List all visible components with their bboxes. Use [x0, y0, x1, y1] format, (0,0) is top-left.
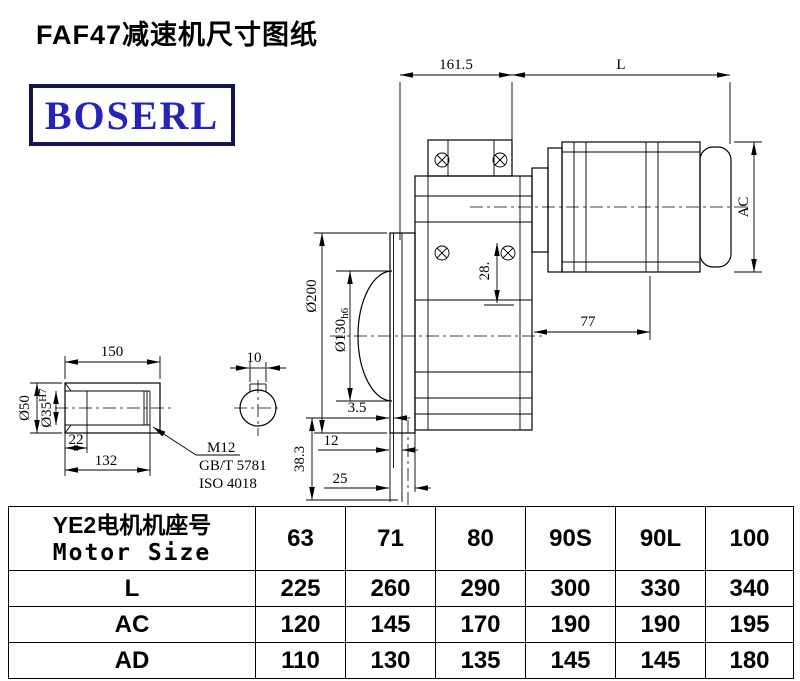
table-cell: 135: [435, 642, 526, 679]
motor-size-column-63: 63: [255, 506, 346, 571]
dim-25-label: 25: [333, 471, 348, 487]
dimensions-bottom: 3.5 12 25 38.3: [292, 400, 431, 501]
dim-38-3-label: 38.3: [292, 446, 308, 472]
table-row-ad: AD 110 130 135 145 145 180: [8, 642, 794, 679]
dimension-77: 77: [534, 276, 651, 340]
dim-130-tol: h6: [339, 307, 351, 319]
table-cell: 195: [705, 606, 794, 643]
table-cell: 225: [255, 570, 346, 607]
page-title: FAF47减速机尺寸图纸: [36, 20, 319, 50]
table-row-ac: AC 120 145 170 190 190 195: [8, 606, 794, 643]
table-cell: 145: [345, 606, 436, 643]
dim-22-label: 22: [69, 432, 84, 448]
row-label-l: L: [8, 570, 256, 607]
table-cell: 300: [525, 570, 616, 607]
table-cell: 260: [345, 570, 436, 607]
motor-outline: [470, 141, 750, 273]
motor-size-column-90l: 90L: [615, 506, 706, 571]
boserl-logo-text: BOSERL: [44, 92, 220, 138]
motor-size-column-80: 80: [435, 506, 526, 571]
table-cell: 130: [345, 642, 436, 679]
motor-size-column-90s: 90S: [525, 506, 616, 571]
bolt-symbol: [492, 152, 508, 168]
dim-130-label: Ø130h6: [333, 307, 351, 352]
motor-size-header-en: Motor Size: [52, 539, 212, 566]
dimension-28: 28.: [477, 243, 514, 306]
boserl-logo: BOSERL: [29, 84, 235, 146]
standard-gb-label: GB/T 5781: [199, 458, 267, 474]
standard-iso-label: ISO 4018: [199, 476, 257, 492]
table-cell: 340: [705, 570, 794, 607]
dim-ac-label: AC: [736, 197, 752, 218]
dim-28-label: 28.: [477, 262, 493, 281]
dim-132-label: 132: [95, 453, 118, 469]
dim-50-label: Ø50: [17, 395, 33, 421]
table-row-l: L 225 260 290 300 330 340: [8, 570, 794, 607]
output-flange: [330, 232, 545, 505]
dimension-ac: AC: [734, 141, 762, 273]
dim-3-5-label: 3.5: [348, 400, 367, 416]
table-cell: 190: [615, 606, 706, 643]
table-cell: 120: [255, 606, 346, 643]
thread-label: M12: [207, 440, 235, 456]
dim-161-5-label: 161.5: [439, 57, 473, 73]
technical-drawing: 161.5 L AC: [17, 57, 762, 505]
bolt-symbol: [500, 245, 516, 261]
table-cell: 110: [255, 642, 346, 679]
bolt-symbol: [434, 245, 450, 261]
dim-12-label: 12: [324, 433, 339, 449]
bolt-symbol: [434, 152, 450, 168]
dim-35-label: Ø35H7: [37, 388, 55, 428]
table-cell: 330: [615, 570, 706, 607]
fan-cowl: [699, 146, 732, 268]
dimension-top-width: 161.5 L: [399, 57, 731, 240]
dim-130-main: Ø130: [333, 319, 349, 352]
table-cell: 145: [525, 642, 616, 679]
bore-keyway-detail: 10: [230, 350, 286, 436]
dim-L-label: L: [616, 57, 625, 73]
motor-size-header-cn: YE2电机机座号: [52, 511, 212, 538]
table-cell: 180: [705, 642, 794, 679]
gearbox-outline: [414, 139, 533, 431]
dim-10-label: 10: [247, 350, 262, 366]
dim-150-label: 150: [101, 344, 124, 360]
shaft-detail: 150 Ø50 Ø35H7 22 132: [17, 344, 172, 476]
table-cell: 145: [615, 642, 706, 679]
dimension-flange-diameter: Ø200: [304, 232, 387, 434]
motor-size-column-100: 100: [705, 506, 794, 571]
motor-size-column-71: 71: [345, 506, 436, 571]
motor-size-table: YE2电机机座号 Motor Size 63 71 80 90S 90L 100…: [8, 506, 794, 679]
dimension-spigot-diameter: Ø130h6: [333, 270, 389, 402]
motor-size-header-cell: YE2电机机座号 Motor Size: [8, 506, 256, 571]
table-cell: 170: [435, 606, 526, 643]
table-cell: 290: [435, 570, 526, 607]
dim-77-label: 77: [581, 314, 597, 330]
dim-35-tol: H7: [37, 388, 49, 402]
table-header-row: YE2电机机座号 Motor Size 63 71 80 90S 90L 100: [8, 506, 794, 571]
row-label-ac: AC: [8, 606, 256, 643]
row-label-ad: AD: [8, 642, 256, 679]
dim-35-main: Ø35: [39, 402, 55, 428]
thread-callout: M12 GB/T 5781 ISO 4018: [152, 426, 267, 492]
table-cell: 190: [525, 606, 616, 643]
dim-200-label: Ø200: [304, 279, 320, 312]
